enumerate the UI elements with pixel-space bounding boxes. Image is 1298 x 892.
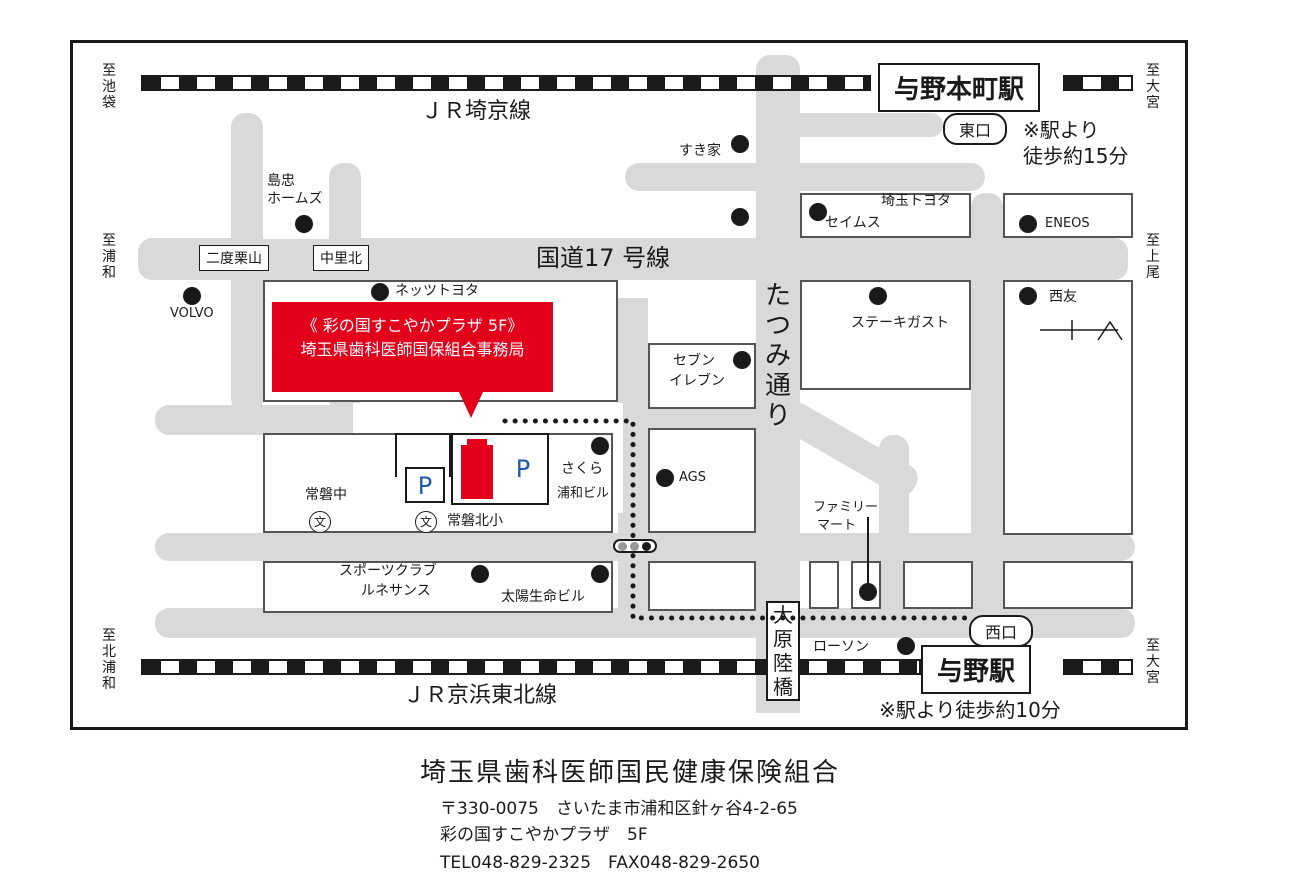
- seven-dot: [733, 351, 751, 369]
- walk-15-line2: 徒歩約15分: [1023, 144, 1129, 168]
- sports-dot: [471, 565, 489, 583]
- walking-route: [502, 418, 972, 621]
- steak-gusto-label: ステーキガスト: [851, 315, 949, 331]
- block-right-lower-1: [809, 561, 839, 609]
- keihin-line-track-right: [1063, 659, 1133, 675]
- route17-label: 国道17 号線: [536, 244, 671, 272]
- block-right-lower-2: [851, 561, 881, 609]
- right-road: [971, 193, 1003, 643]
- tokiwa-kitasho-school-icon: 文: [415, 511, 437, 533]
- lawson-label: ローソン: [813, 639, 869, 655]
- tatsumi-label: たつみ通り: [764, 281, 791, 431]
- north-arrow-icon: [1040, 320, 1123, 341]
- saitama-toyota-label: 埼玉トヨタ: [881, 193, 951, 209]
- block-lower-mid: [648, 561, 756, 611]
- shimachu-label-1: 島忠: [267, 173, 295, 189]
- parking-side-outline: [395, 433, 451, 477]
- callout-line1: 《 彩の国すこやかプラザ 5F》: [301, 316, 524, 335]
- block-right-lower-4: [1003, 561, 1133, 609]
- footer-org: 埼玉県歯科医師国民健康保険組合: [420, 758, 841, 788]
- traffic-signal-icon: [613, 539, 657, 553]
- center-vertical-road: [618, 298, 648, 638]
- tokiwa-kitasho-label: 常磐北小: [447, 513, 503, 529]
- footer-address: 〒330-0075 さいたま市浦和区針ヶ谷4-2-65: [440, 799, 798, 819]
- netz-toyota-dot: [371, 283, 389, 301]
- saikyo-line-track: [141, 75, 871, 91]
- east-exit: 東口: [943, 113, 1008, 145]
- block-nishitomo: [1003, 280, 1133, 535]
- route17-road: [138, 238, 1128, 280]
- unnamed-dot-1: [731, 208, 749, 226]
- steak-gusto-dot: [869, 287, 887, 305]
- netz-toyota-label: ネッツトヨタ: [395, 283, 479, 299]
- direction-kitaurawa: 至北浦和: [102, 628, 116, 692]
- east-exit-road: [773, 113, 943, 137]
- sports-label-2: ルネサンス: [361, 583, 431, 599]
- direction-omiya-top: 至大宮: [1146, 63, 1160, 111]
- direction-ikebukuro: 至池袋: [102, 63, 116, 111]
- volvo-label: VOLVO: [170, 306, 214, 321]
- block-sports: [263, 561, 613, 613]
- eneos-dot: [1019, 215, 1037, 233]
- keihin-line-track: [141, 659, 921, 675]
- sukiya-dot: [731, 135, 749, 153]
- seimusu-dot: [809, 203, 827, 221]
- tokiwa-chu-school-icon: 文: [309, 511, 331, 533]
- sukiya-road: [625, 163, 985, 191]
- familymart-leader: [867, 517, 869, 587]
- target-building: [461, 445, 493, 499]
- nishitomo-label: 西友: [1049, 289, 1077, 305]
- sakura-label-1: さくら: [561, 461, 603, 477]
- familymart-label-2: マート: [817, 518, 857, 533]
- footer-contact: TEL048-829-2325 FAX048-829-2650: [440, 853, 760, 873]
- parking-side: P: [405, 467, 445, 503]
- taiyo-label: 太陽生命ビル: [501, 589, 585, 605]
- sports-label-1: スポーツクラブ: [339, 563, 437, 579]
- block-right-lower-3: [903, 561, 973, 609]
- familymart-dot: [859, 583, 877, 601]
- tokiwa-chu-label: 常磐中: [305, 487, 347, 503]
- walk-15-line1: ※駅より: [1023, 118, 1100, 142]
- intersection-nidokuriyama: 二度栗山: [199, 245, 269, 271]
- saikyo-line-track-right: [1063, 75, 1133, 91]
- west-exit: 西口: [969, 615, 1034, 647]
- nishitomo-dot: [1019, 287, 1037, 305]
- seven-label-1: セブン: [673, 353, 715, 369]
- ags-label: AGS: [679, 470, 706, 485]
- sukiya-label: すき家: [679, 143, 721, 159]
- saikyo-line-label: ＪＲ埼京線: [421, 99, 532, 124]
- shimachu-dot: [295, 215, 313, 233]
- familymart-label-1: ファミリー: [813, 500, 879, 515]
- shimachu-label-2: ホームズ: [267, 191, 323, 207]
- intersection-nakazatokita: 中里北: [313, 245, 369, 271]
- block-upper-right: [800, 193, 971, 238]
- keihin-line-label: ＪＲ京浜東北線: [403, 683, 558, 708]
- sakura-label-2: 浦和ビル: [557, 486, 610, 501]
- walk-10: ※駅より徒歩約10分: [879, 698, 1061, 722]
- callout-pointer: [459, 392, 483, 418]
- target-callout: 《 彩の国すこやかプラザ 5F》 埼玉県歯科医師国保組合事務局: [272, 302, 553, 392]
- direction-ageo: 至上尾: [1146, 233, 1160, 281]
- access-map: ＪＲ埼京線 ＪＲ京浜東北線 至池袋 至大宮 至浦和 至上尾 至北浦和 至大宮 与…: [70, 40, 1188, 730]
- taiyo-dot: [591, 565, 609, 583]
- yono-station: 与野駅: [921, 645, 1032, 694]
- lawson-dot: [897, 637, 915, 655]
- direction-urawa: 至浦和: [102, 233, 116, 281]
- seven-label-2: イレブン: [669, 373, 725, 389]
- direction-omiya-bottom: 至大宮: [1146, 638, 1160, 686]
- footer-building: 彩の国すこやかプラザ 5F: [440, 825, 648, 845]
- yonohonmachi-station: 与野本町駅: [878, 63, 1041, 112]
- parking-main: P: [503, 445, 543, 493]
- seimusu-label: セイムス: [825, 215, 881, 231]
- volvo-dot: [183, 287, 201, 305]
- target-building-top: [467, 439, 487, 447]
- sakura-dot: [591, 437, 609, 455]
- eneos-label: ENEOS: [1045, 216, 1090, 231]
- ags-dot: [656, 469, 674, 487]
- callout-line2: 埼玉県歯科医師国保組合事務局: [300, 340, 525, 359]
